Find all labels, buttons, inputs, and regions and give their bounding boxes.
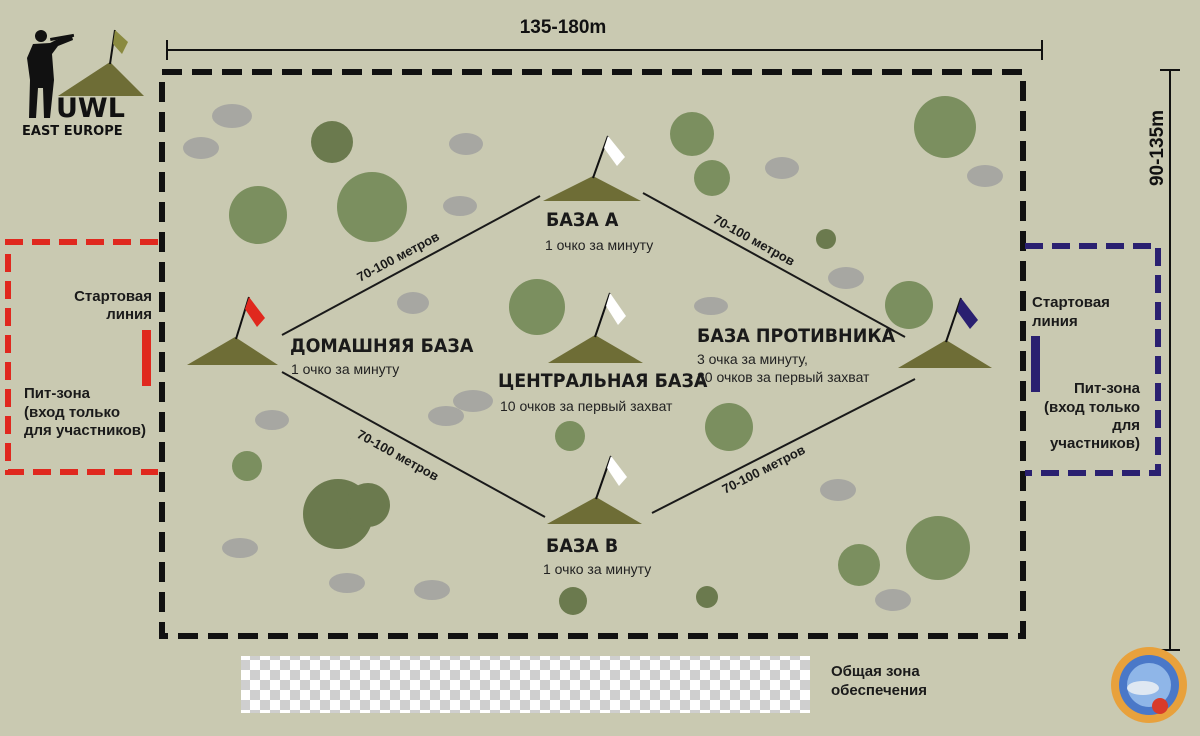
enemy-base-desc-2: 30 очков за первый захват xyxy=(697,369,870,385)
tree xyxy=(229,186,287,244)
rock xyxy=(183,137,219,159)
tree xyxy=(555,421,585,451)
base-a-name: БАЗА А xyxy=(546,209,619,231)
emblem-icon xyxy=(1111,647,1187,723)
rock xyxy=(428,406,464,426)
tree xyxy=(346,483,390,527)
connection-lines xyxy=(281,192,916,518)
support-zone-label-2: обеспечения xyxy=(831,682,928,699)
left-start-line-label-2: линия xyxy=(106,306,152,323)
rock xyxy=(414,580,450,600)
right-pit-label-3: для xyxy=(1112,417,1140,434)
rock xyxy=(397,292,429,314)
support-zone-label-1: Общая зона xyxy=(831,663,920,680)
right-pit-label-1: Пит-зона xyxy=(1074,380,1140,397)
enemy-base-marker xyxy=(898,297,992,368)
base-a-marker xyxy=(543,135,641,201)
right-start-zone-border xyxy=(1025,243,1161,476)
left-pit-label-1: Пит-зона xyxy=(24,385,90,402)
right-start-line xyxy=(1031,336,1040,392)
rock xyxy=(329,573,365,593)
enemy-base-name: БАЗА ПРОТИВНИКА xyxy=(697,325,896,347)
tree xyxy=(311,121,353,163)
tree xyxy=(232,451,262,481)
left-pit-label-3: для участников) xyxy=(24,422,147,439)
rock xyxy=(694,297,728,315)
tree xyxy=(559,587,587,615)
right-start-line-label-1: Стартовая xyxy=(1032,294,1110,311)
tree xyxy=(906,516,970,580)
soldier-silhouette-icon xyxy=(27,30,75,118)
rocks xyxy=(183,104,1003,611)
left-start-line-label-1: Стартовая xyxy=(74,288,152,305)
home-base-desc: 1 очко за минуту xyxy=(291,361,400,377)
right-pit-label-4: участников) xyxy=(1049,435,1140,452)
trees xyxy=(229,96,976,615)
support-zone-area xyxy=(241,656,810,713)
rock xyxy=(875,589,911,611)
rock xyxy=(255,410,289,430)
width-dimension-label: 135-180m xyxy=(520,17,607,38)
right-start-line-label-2: линия xyxy=(1032,313,1078,330)
base-b-desc: 1 очко за минуту xyxy=(543,561,652,577)
base-a-desc: 1 очко за минуту xyxy=(545,237,654,253)
field-border xyxy=(159,69,1026,639)
rock xyxy=(967,165,1003,187)
rock xyxy=(212,104,252,128)
logo-line2: EAST EUROPE xyxy=(22,124,123,139)
tree xyxy=(509,279,565,335)
home-base-name: ДОМАШНЯЯ БАЗА xyxy=(290,335,474,357)
rock xyxy=(453,390,493,412)
left-pit-label-2: (вход только xyxy=(24,404,120,421)
tree xyxy=(694,160,730,196)
tree xyxy=(816,229,836,249)
tree xyxy=(670,112,714,156)
right-pit-label-2: (вход только xyxy=(1044,399,1140,416)
rock xyxy=(443,196,477,216)
center-base-desc: 10 очков за первый захват xyxy=(500,398,673,414)
tree xyxy=(337,172,407,242)
center-base-marker xyxy=(548,292,643,363)
width-dimension-line xyxy=(166,40,1043,60)
rock xyxy=(820,479,856,501)
rock xyxy=(222,538,258,558)
tree xyxy=(696,586,718,608)
home-base-marker xyxy=(187,296,278,365)
base-b-marker xyxy=(547,455,642,524)
height-dimension-label: 90-135m xyxy=(1147,110,1168,186)
enemy-base-desc-1: 3 очка за минуту, xyxy=(697,351,808,367)
rock xyxy=(765,157,799,179)
rock xyxy=(828,267,864,289)
tree xyxy=(705,403,753,451)
rock xyxy=(449,133,483,155)
center-base-name: ЦЕНТРАЛЬНАЯ БАЗА xyxy=(498,370,708,392)
tree xyxy=(914,96,976,158)
uwl-logo: UWL EAST EUROPE xyxy=(22,29,144,139)
left-start-line xyxy=(142,330,151,386)
tree xyxy=(885,281,933,329)
tree xyxy=(838,544,880,586)
base-b-name: БАЗА В xyxy=(546,535,619,557)
logo-line1: UWL xyxy=(56,93,125,124)
distance-label-a-enemy: 70-100 метров xyxy=(711,212,798,269)
